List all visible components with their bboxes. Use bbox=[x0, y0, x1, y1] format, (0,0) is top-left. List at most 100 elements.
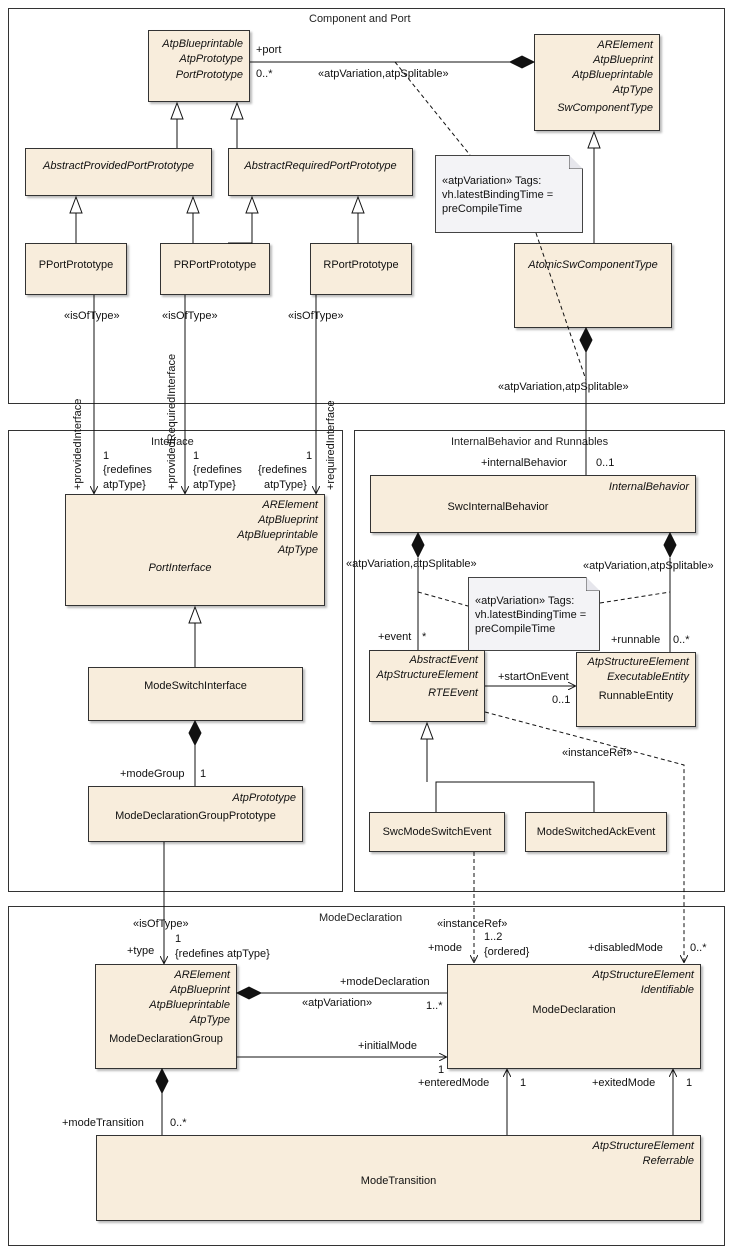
class-abstract-required-port-prototype: AbstractRequiredPortPrototype bbox=[228, 148, 413, 196]
class-name: RTEEvent bbox=[428, 687, 478, 699]
multiplicity-label: 1..* bbox=[426, 1000, 443, 1012]
generalization bbox=[435, 781, 595, 812]
class-name: AtomicSwComponentType bbox=[528, 259, 658, 271]
note-line: preCompileTime bbox=[475, 623, 556, 635]
role-label: +enteredMode bbox=[418, 1077, 490, 1089]
role-label: +port bbox=[256, 44, 282, 56]
class-name: AbstractRequiredPortPrototype bbox=[244, 160, 397, 172]
stereotype-label: «atpVariation,atpSplitable» bbox=[346, 558, 477, 570]
class-name: ModeTransition bbox=[360, 1175, 437, 1187]
composition-diamond bbox=[411, 531, 425, 559]
role-label: +requiredInterface bbox=[325, 400, 337, 490]
role-label: +type bbox=[127, 945, 155, 957]
class-name: SwcInternalBehavior bbox=[447, 501, 549, 513]
stereotype-label: «isOfType» bbox=[288, 310, 344, 322]
multiplicity-label: 0..* bbox=[170, 1117, 187, 1129]
class-mode-switched-ack-event: ModeSwitchedAckEvent bbox=[525, 812, 667, 852]
role-label: +disabledMode bbox=[588, 942, 663, 954]
class-name: ModeSwitchInterface bbox=[144, 680, 247, 692]
multiplicity-label: 1 bbox=[193, 450, 200, 462]
stereotype: AtpStructureElement bbox=[592, 1140, 695, 1152]
stereotype-label: «atpVariation,atpSplitable» bbox=[498, 381, 629, 393]
note-atp-variation-tags: «atpVariation» Tags: vh.latestBindingTim… bbox=[435, 155, 583, 233]
class-name: RunnableEntity bbox=[598, 690, 674, 702]
role-label: +exitedMode bbox=[592, 1077, 656, 1089]
multiplicity-label: 0..* bbox=[690, 942, 707, 954]
class-name: ModeDeclarationGroupPrototype bbox=[115, 810, 276, 822]
class-swc-mode-switch-event: SwcModeSwitchEvent bbox=[369, 812, 505, 852]
stereotype: ARElement bbox=[174, 969, 230, 981]
generalization-triangle bbox=[186, 195, 200, 214]
role-label: +event bbox=[378, 631, 412, 643]
package-title: ModeDeclaration bbox=[319, 912, 403, 924]
multiplicity-label: 1 bbox=[306, 450, 313, 462]
class-name: SwComponentType bbox=[557, 102, 653, 114]
role-label: +providedRequiredInterface bbox=[166, 353, 178, 490]
stereotype-label: «atpVariation,atpSplitable» bbox=[318, 68, 449, 80]
stereotype: AtpType bbox=[189, 1014, 230, 1026]
stereotype-label: «atpVariation» bbox=[302, 997, 373, 1009]
stereotype: AtpBlueprintable bbox=[237, 529, 318, 541]
redefines-label: {redefines bbox=[103, 464, 152, 476]
class-port-interface: ARElement AtpBlueprint AtpBlueprintable … bbox=[65, 494, 325, 606]
class-abstract-provided-port-prototype: AbstractProvidedPortPrototype bbox=[25, 148, 212, 196]
multiplicity-label: 1 bbox=[520, 1077, 527, 1089]
stereotype: ARElement bbox=[597, 39, 653, 51]
redefines-label: {redefines atpType} bbox=[175, 948, 270, 960]
generalization-triangle bbox=[69, 195, 83, 214]
stereotype: AtpBlueprint bbox=[170, 984, 230, 996]
redefines-label: atpType} bbox=[193, 479, 236, 491]
stereotype: ARElement bbox=[262, 499, 318, 511]
role-label: +initialMode bbox=[358, 1040, 418, 1052]
redefines-label: {redefines bbox=[193, 464, 242, 476]
stereotype: Referrable bbox=[642, 1155, 694, 1167]
role-label: +runnable bbox=[611, 634, 661, 646]
package-title: InternalBehavior and Runnables bbox=[451, 436, 609, 448]
stereotype: Identifiable bbox=[640, 984, 694, 996]
multiplicity-label: 0..* bbox=[256, 68, 273, 80]
stereotype: AtpPrototype bbox=[232, 792, 296, 804]
multiplicity-label: 1 bbox=[200, 768, 207, 780]
generalization-triangle bbox=[351, 195, 365, 214]
stereotype-label: «atpVariation,atpSplitable» bbox=[583, 560, 714, 572]
generalization bbox=[228, 213, 253, 244]
multiplicity-label: 1 bbox=[438, 1064, 445, 1076]
role-label: +startOnEvent bbox=[498, 671, 569, 683]
class-port-prototype: AtpBlueprintable AtpPrototype PortProtot… bbox=[148, 30, 250, 102]
stereotype-label: «isOfType» bbox=[133, 918, 189, 930]
stereotype: AtpBlueprint bbox=[258, 514, 318, 526]
package-title: Interface bbox=[151, 436, 194, 448]
redefines-label: {redefines bbox=[258, 464, 307, 476]
class-mode-declaration: AtpStructureElement Identifiable ModeDec… bbox=[447, 964, 701, 1069]
generalization-triangle bbox=[420, 721, 434, 740]
class-sw-component-type: ARElement AtpBlueprint AtpBlueprintable … bbox=[534, 34, 660, 131]
role-label: +internalBehavior bbox=[481, 457, 567, 469]
role-label: +modeTransition bbox=[62, 1117, 144, 1129]
class-name: ModeDeclaration bbox=[532, 1004, 616, 1016]
stereotype-label: «isOfType» bbox=[162, 310, 218, 322]
class-rte-event: AbstractEvent AtpStructureElement RTEEve… bbox=[369, 650, 485, 722]
composition-diamond bbox=[508, 55, 536, 69]
note-anchor bbox=[394, 61, 471, 156]
stereotype-label: «instanceRef» bbox=[562, 747, 633, 759]
note-line: «atpVariation» Tags: bbox=[475, 595, 575, 607]
role-label: +mode bbox=[428, 942, 462, 954]
class-mode-transition: AtpStructureElement Referrable ModeTrans… bbox=[96, 1135, 701, 1221]
multiplicity-label: 0..* bbox=[673, 634, 690, 646]
multiplicity-label: * bbox=[422, 631, 427, 643]
note-atp-variation-tags: «atpVariation» Tags: vh.latestBindingTim… bbox=[468, 577, 600, 651]
stereotype: InternalBehavior bbox=[608, 481, 689, 493]
class-name: PPortPrototype bbox=[38, 259, 114, 271]
stereotype: AtpStructureElement bbox=[592, 969, 695, 981]
stereotype: AtpBlueprintable bbox=[162, 38, 243, 50]
note-fold-icon bbox=[569, 155, 583, 169]
composition-diamond bbox=[579, 326, 593, 354]
multiplicity-label: 1..2 bbox=[484, 931, 503, 943]
class-prport-prototype: PRPortPrototype bbox=[160, 243, 270, 295]
role-label: +modeGroup bbox=[120, 768, 185, 780]
class-name: ModeDeclarationGroup bbox=[109, 1033, 223, 1045]
instance-ref-disabled-mode bbox=[484, 711, 684, 962]
stereotype: ExecutableEntity bbox=[607, 671, 689, 683]
stereotype: AtpBlueprint bbox=[593, 54, 653, 66]
class-mode-switch-interface: ModeSwitchInterface bbox=[88, 667, 303, 721]
